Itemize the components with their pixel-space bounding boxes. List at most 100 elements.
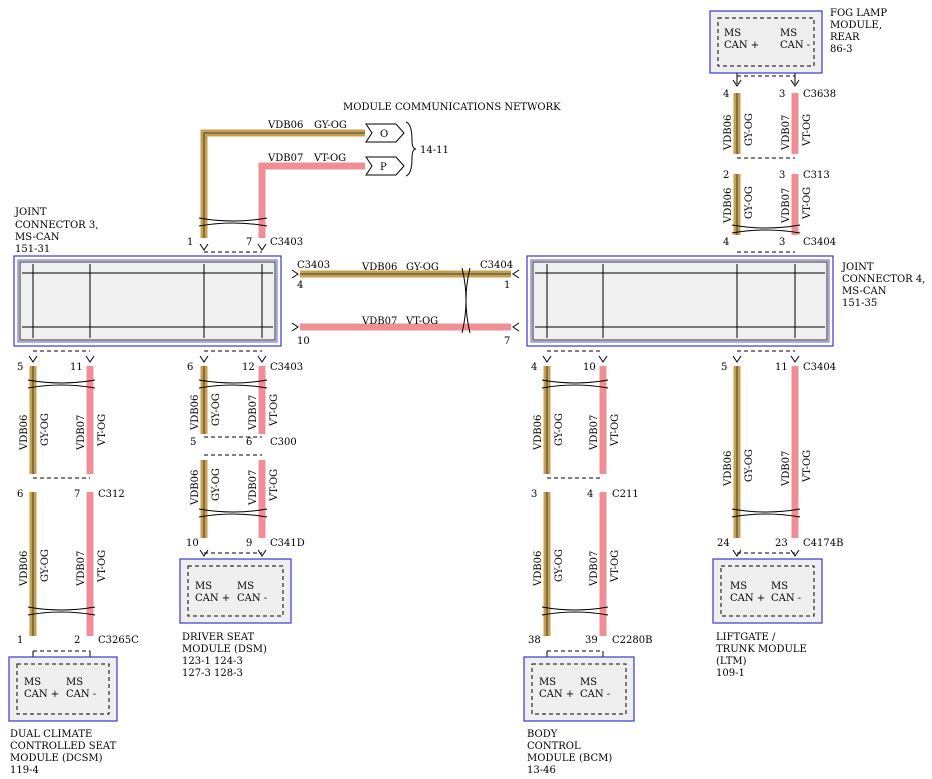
connector-id: C341D (270, 538, 305, 549)
svg-text:6: 6 (246, 437, 252, 448)
svg-text:109-1: 109-1 (716, 668, 745, 679)
svg-text:MS: MS (66, 677, 83, 688)
dcsm-module[interactable]: MS CAN + MS CAN - (8, 656, 118, 722)
svg-text:10: 10 (297, 336, 310, 347)
svg-text:VDB06: VDB06 (723, 451, 734, 487)
svg-text:CAN -: CAN - (66, 689, 96, 700)
dcsm-label: DUAL CLIMATE (10, 729, 92, 740)
svg-text:VT-OG: VT-OG (802, 450, 813, 483)
svg-text:VDB06: VDB06 (533, 415, 544, 451)
offpage-connector-o[interactable]: O (365, 123, 405, 143)
svg-text:4: 4 (723, 89, 729, 100)
connector-id: C312 (98, 489, 125, 500)
ltm-module[interactable]: MS CAN + MS CAN - (712, 558, 823, 624)
svg-text:CAN +: CAN + (724, 40, 759, 51)
twisted-pair-symbol (198, 379, 268, 389)
svg-text:VDB07: VDB07 (248, 395, 259, 431)
svg-text:O: O (380, 129, 388, 140)
svg-text:5: 5 (17, 362, 23, 373)
svg-text:6: 6 (17, 489, 23, 500)
svg-text:GY-OG: GY-OG (554, 413, 565, 446)
connector-id: C3403 (270, 237, 303, 248)
fog-lamp-module[interactable]: MS CAN + MS CAN - (709, 10, 823, 74)
svg-text:VDB06: VDB06 (19, 415, 30, 451)
svg-text:VDB07: VDB07 (361, 316, 397, 327)
svg-text:VDB07: VDB07 (76, 551, 87, 587)
connector-id: C300 (270, 437, 297, 448)
svg-text:GY-OG: GY-OG (744, 186, 755, 219)
svg-text:12: 12 (242, 362, 255, 373)
svg-text:MS-CAN: MS-CAN (15, 232, 60, 243)
svg-text:VDB06: VDB06 (190, 395, 201, 431)
offpage-connector-p[interactable]: P (365, 156, 405, 176)
svg-text:GY-OG: GY-OG (211, 468, 222, 501)
svg-text:MS: MS (771, 581, 788, 592)
svg-text:4: 4 (297, 280, 303, 291)
connector-id: C313 (803, 170, 830, 181)
svg-text:VT-OG: VT-OG (802, 187, 813, 220)
svg-text:MS: MS (539, 677, 556, 688)
svg-text:13-46: 13-46 (527, 765, 556, 776)
svg-text:3: 3 (779, 89, 785, 100)
twisted-pair-symbol (198, 508, 268, 518)
svg-text:REAR: REAR (830, 32, 860, 43)
svg-text:VT-OG: VT-OG (269, 394, 280, 427)
svg-text:10: 10 (186, 538, 199, 549)
svg-text:CAN +: CAN + (24, 689, 59, 700)
svg-text:MODULE (DSM): MODULE (DSM) (182, 644, 267, 655)
svg-text:CONTROL: CONTROL (527, 741, 581, 752)
svg-text:VT-OG: VT-OG (610, 550, 621, 583)
svg-text:CAN +: CAN + (730, 593, 765, 604)
svg-text:CAN -: CAN - (771, 593, 801, 604)
svg-text:VDB06: VDB06 (533, 551, 544, 587)
svg-text:MODULE,: MODULE, (830, 20, 882, 31)
svg-text:MS: MS (24, 677, 41, 688)
svg-text:TRUNK MODULE: TRUNK MODULE (716, 644, 807, 655)
connector-id: C3404 (480, 260, 513, 271)
svg-text:MS: MS (724, 28, 741, 39)
svg-text:1: 1 (17, 635, 23, 646)
svg-text:MODULE (DCSM): MODULE (DCSM) (10, 753, 103, 764)
dsm-module[interactable]: MS CAN + MS CAN - (179, 558, 292, 624)
svg-text:VDB06: VDB06 (361, 262, 397, 273)
joint-connector-4[interactable] (526, 255, 834, 347)
page-reference: 14-11 (420, 145, 449, 156)
joint4-label: JOINT (841, 262, 874, 273)
svg-text:P: P (380, 162, 387, 173)
svg-text:VDB07: VDB07 (781, 188, 792, 224)
svg-text:VDB06: VDB06 (723, 115, 734, 151)
svg-text:VDB07: VDB07 (589, 415, 600, 451)
connector-id: C3638 (803, 89, 836, 100)
svg-text:VDB06: VDB06 (19, 551, 30, 587)
svg-text:23: 23 (775, 538, 788, 549)
joint3-label: JOINT (14, 207, 47, 218)
ltm-label: LIFTGATE / (716, 632, 776, 643)
svg-text:151-35: 151-35 (842, 298, 877, 309)
svg-text:VT-OG: VT-OG (802, 114, 813, 147)
bracket (405, 121, 417, 177)
connector-id: C3404 (803, 237, 836, 248)
svg-text:24: 24 (717, 538, 730, 549)
svg-text:3: 3 (779, 237, 785, 248)
joint-connector-3[interactable] (13, 255, 282, 347)
svg-text:MS: MS (730, 581, 747, 592)
fog-lamp-label: FOG LAMP (830, 8, 887, 19)
svg-text:VDB06: VDB06 (723, 188, 734, 224)
wire-label: VDB07 (267, 153, 303, 164)
svg-text:5: 5 (721, 362, 727, 373)
svg-text:38: 38 (528, 635, 541, 646)
twisted-pair-symbol (27, 379, 96, 389)
svg-text:123-1 124-3: 123-1 124-3 (182, 656, 243, 667)
svg-text:GY-OG: GY-OG (406, 262, 439, 273)
wire-label: VDB06 (267, 120, 303, 131)
svg-text:2: 2 (74, 635, 80, 646)
svg-text:GY-OG: GY-OG (744, 113, 755, 146)
svg-text:VDB07: VDB07 (781, 115, 792, 151)
twisted-pair-symbol (731, 508, 801, 518)
twisted-pair-symbol (461, 267, 471, 334)
bcm-module[interactable]: MS CAN + MS CAN - (523, 656, 635, 722)
svg-text:CONNECTOR 4,: CONNECTOR 4, (842, 274, 925, 285)
svg-text:1: 1 (504, 280, 510, 291)
